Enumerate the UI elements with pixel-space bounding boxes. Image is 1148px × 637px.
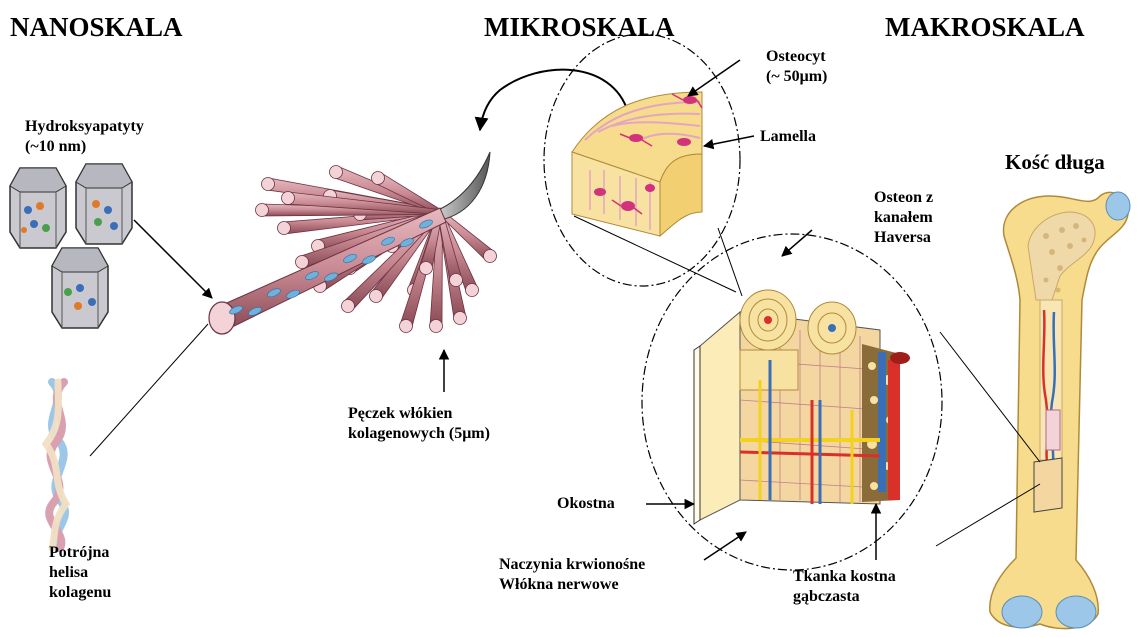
label-line: Naczynia krwionośne	[499, 555, 645, 575]
label-spongy-bone: Tkanka kostna gąbczasta	[793, 567, 896, 607]
header-microscale: MIKROSKALA	[484, 14, 675, 41]
label-line: Pęczek włókien	[348, 404, 490, 424]
label-line: Hydroksyapatyty	[25, 117, 144, 137]
label-triple-helix: Potrójna helisa kolagenu	[49, 543, 111, 603]
collagen-fiber-bundle	[209, 152, 497, 334]
label-lamella: Lamella	[760, 127, 816, 147]
long-bone-femur	[990, 192, 1130, 629]
label-osteocyte: Osteocyt (~ 50μm)	[766, 47, 827, 87]
crystal-prism	[76, 164, 132, 244]
label-line: Tkanka kostna	[793, 567, 896, 587]
label-line: kolagenu	[49, 583, 111, 603]
label-line: kanałem	[874, 208, 933, 228]
label-line: Osteocyt	[766, 47, 827, 67]
crystal-prism	[10, 168, 66, 248]
label-osteon: Osteon z kanałem Haversa	[874, 188, 933, 248]
cortical-bone-block	[642, 234, 942, 570]
fibril-end	[342, 300, 355, 313]
fibril-end	[370, 290, 383, 303]
fibril-end	[278, 222, 291, 235]
fibril-end	[262, 178, 275, 191]
label-line: gąbczasta	[793, 587, 896, 607]
label-long-bone: Kość długa	[1005, 149, 1105, 175]
fibril-end	[420, 262, 433, 275]
fibril-end	[372, 172, 385, 185]
fibril-end	[466, 284, 479, 297]
fibril-end	[430, 320, 443, 333]
crystal-prism	[52, 248, 108, 328]
label-line: Haversa	[874, 228, 933, 248]
header-macroscale: MAKROSKALA	[885, 14, 1085, 41]
fibril-end	[454, 312, 467, 325]
label-line: Włókna nerwowe	[499, 575, 645, 595]
fibril-end	[296, 256, 309, 269]
fibril-end	[330, 166, 343, 179]
label-periosteum: Okostna	[557, 494, 615, 514]
fibril-end	[400, 320, 413, 333]
fibril-end	[256, 204, 269, 217]
fibril-end	[484, 250, 497, 263]
fibril-end	[282, 192, 295, 205]
triple-helix-collagen	[46, 382, 66, 548]
label-line: kolagenowych (5μm)	[348, 424, 490, 444]
label-line: (~10 nm)	[25, 137, 144, 157]
label-vessels-nerves: Naczynia krwionośne Włókna nerwowe	[499, 555, 645, 595]
fibril-tip	[438, 152, 490, 220]
label-line: (~ 50μm)	[766, 67, 827, 87]
label-line: helisa	[49, 563, 111, 583]
header-nanoscale: NANOSKALA	[10, 14, 183, 41]
label-line: Osteon z	[874, 188, 933, 208]
label-hydroxyapatite: Hydroksyapatyty (~10 nm)	[25, 117, 144, 157]
label-line: Potrójna	[49, 543, 111, 563]
label-fiber-bundle: Pęczek włókien kolagenowych (5μm)	[348, 404, 490, 444]
hydroxyapatite-crystals	[10, 164, 132, 328]
fibril-end	[450, 274, 463, 287]
